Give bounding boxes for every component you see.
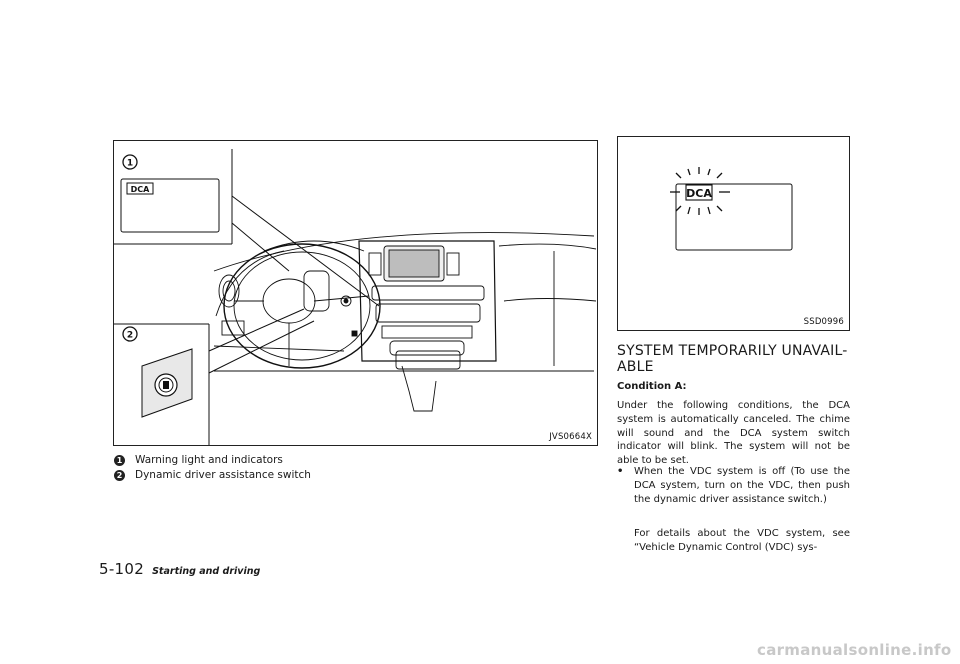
dca-blink-icon [670,167,730,215]
callout-2-marker [122,326,138,342]
dca-blink-label: DCA [686,187,712,200]
bullet-item: • When the VDC system is off (To use the… [617,465,850,506]
callout-1-marker [122,154,138,170]
caption-text: Warning light and indicators [135,454,283,466]
figure-code: SSD0996 [803,317,844,327]
caption-item: 1 Warning light and indicators [114,453,311,468]
dashboard-drawing [213,232,597,412]
dca-indicator-label: DCA [131,185,151,194]
bullet-marker: • [617,466,624,477]
bullet-text: When the VDC system is off (To use the D… [634,466,850,505]
caption-number: 2 [114,470,125,481]
caption-text: Dynamic driver assistance switch [135,469,311,481]
page-footer: 5-102 Starting and driving [99,560,260,578]
figure-captions: 1 Warning light and indicators 2 Dynamic… [114,453,311,483]
figure-code: JVS0664X [549,432,592,442]
footer-section-name: Starting and driving [152,566,261,577]
indicator-illustration: DCA [670,167,793,251]
dashboard-figure: 1 DCA 2 [113,140,598,446]
dashboard-illustration: 1 DCA 2 [114,149,597,445]
bullet-subtext: For details about the VDC system, see “V… [634,528,850,553]
indicator-figure: DCA SSD0996 [617,136,850,331]
callout-2-number: 2 [127,331,133,341]
caption-number: 1 [114,455,125,466]
page-number: 5-102 [99,560,145,578]
callout-1-number: 1 [127,159,133,169]
dca-switch-icon [141,348,193,418]
caption-item: 2 Dynamic driver assistance switch [114,468,311,483]
condition-heading: Condition A: [617,381,687,392]
section-title: SYSTEM TEMPORARILY UNAVAIL- ABLE [617,343,848,375]
body-paragraph: Under the following conditions, the DCA … [617,400,850,467]
watermark: carmanualsonline.info [757,641,952,659]
